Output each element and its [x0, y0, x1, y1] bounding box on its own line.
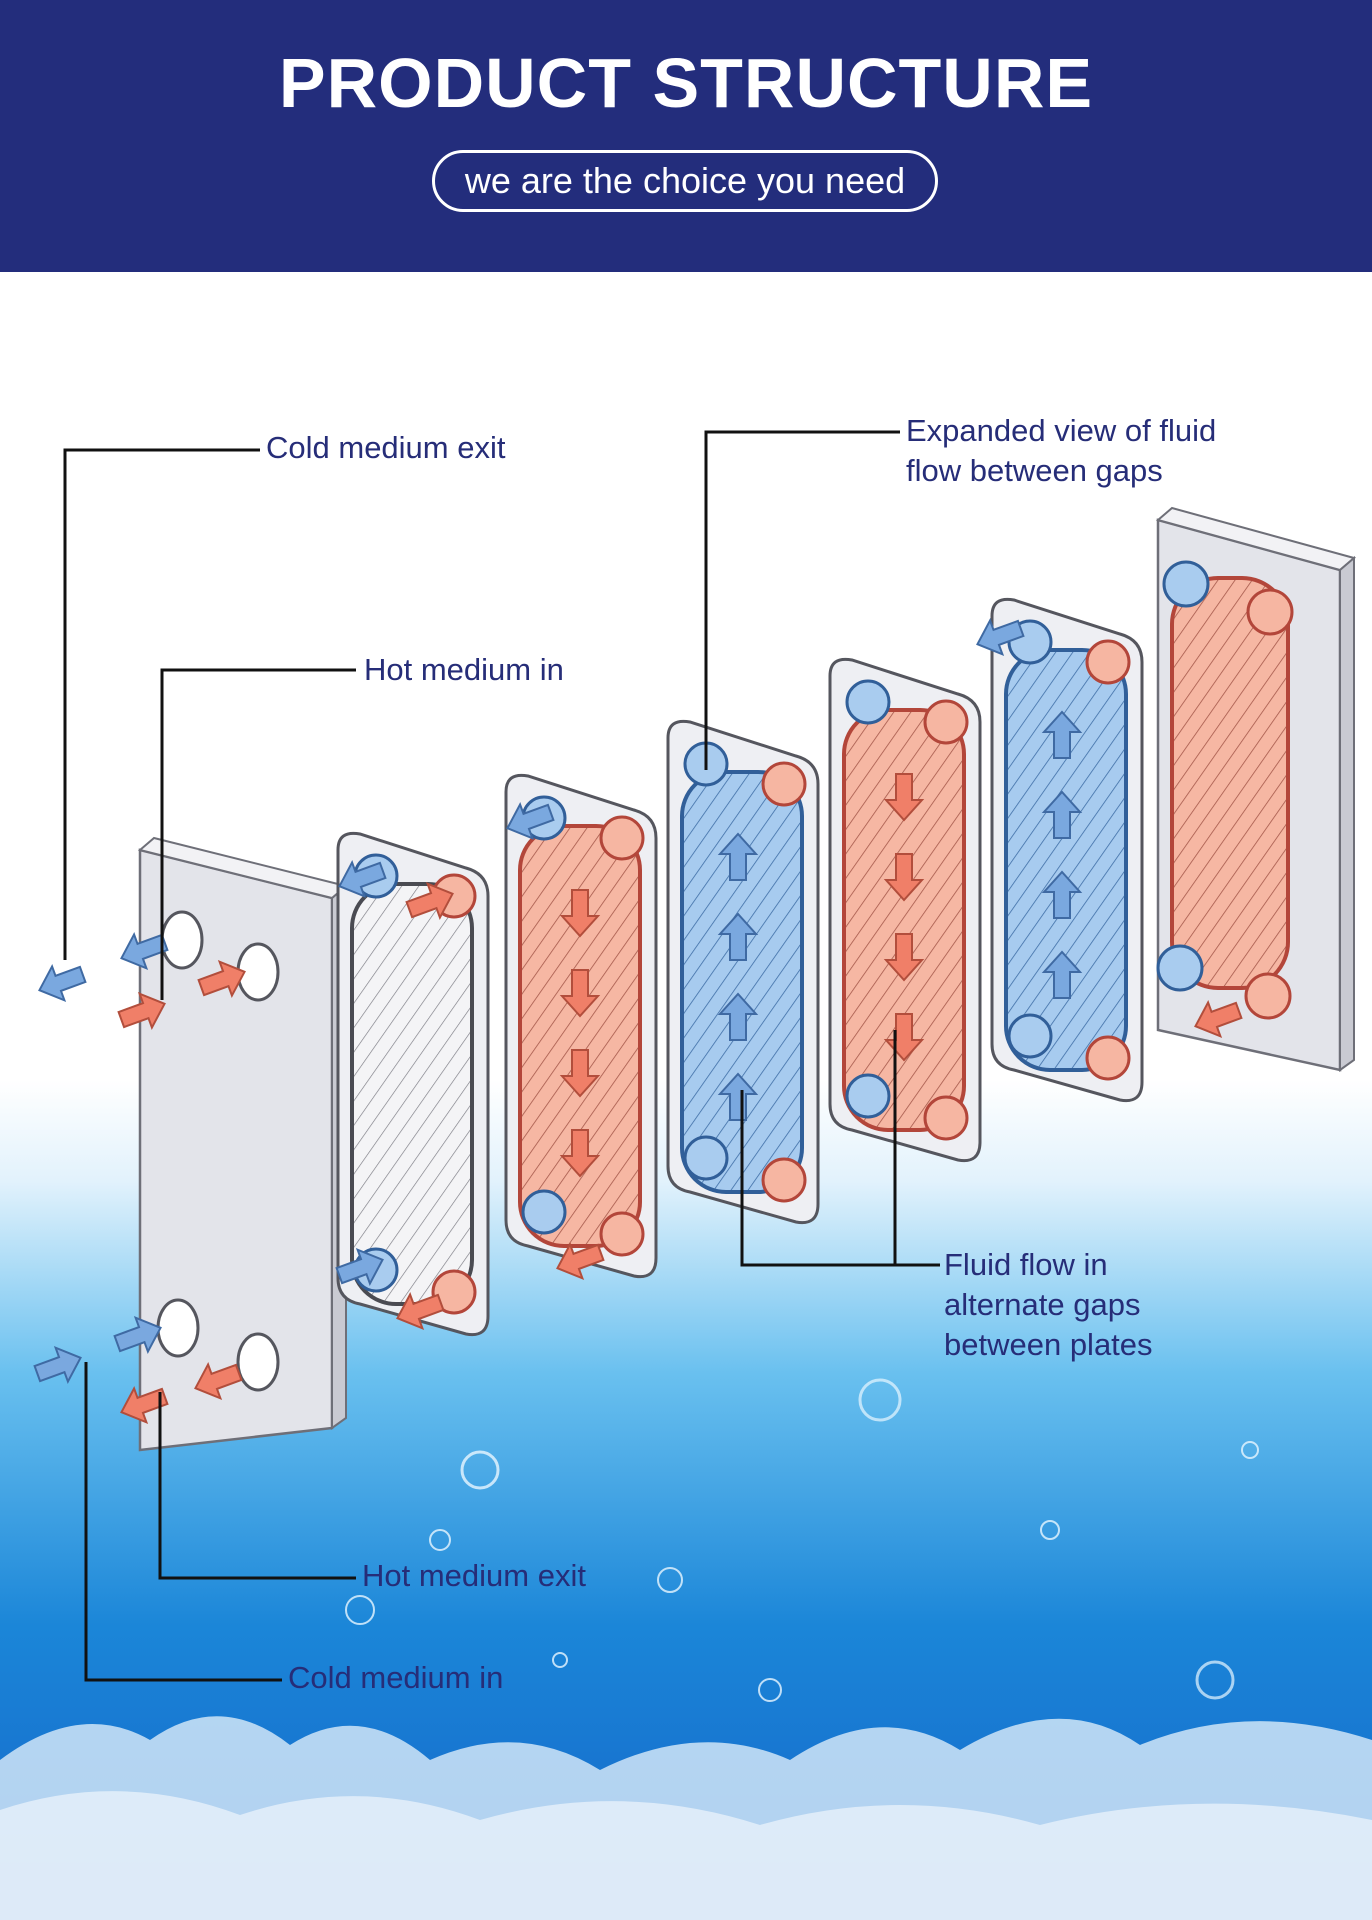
plate-4-hot-channel	[828, 657, 982, 1163]
port-hole	[160, 910, 204, 970]
port-hole	[236, 1332, 280, 1392]
label-hot-medium-exit: Hot medium exit	[362, 1558, 586, 1593]
leader-lines	[63, 430, 940, 1682]
label-cold-medium-in: Cold medium in	[288, 1660, 504, 1695]
port-hole	[156, 1298, 200, 1358]
tagline-badge: we are the choice you need	[432, 150, 938, 212]
leader-expanded-view	[704, 430, 900, 770]
cold-flow-arrow-icon	[32, 956, 90, 1009]
page-title: PRODUCT STRUCTURE	[278, 44, 1094, 122]
label-fluid-flow-line2: alternate gaps	[944, 1287, 1141, 1322]
leader-fluid-flow-branch	[742, 1030, 897, 1267]
label-fluid-flow-line1: Fluid flow in	[944, 1247, 1108, 1282]
leader-hot-medium-exit	[158, 1392, 356, 1580]
leader-cold-medium-in	[84, 1362, 282, 1682]
label-fluid-flow-line3: between plates	[944, 1327, 1153, 1362]
frame-plate	[137, 836, 349, 1452]
plate-3-cold-channel	[666, 719, 820, 1225]
leader-cold-medium-exit	[63, 448, 260, 960]
plate-2-hot-channel	[504, 773, 658, 1279]
water-splash-background	[0, 1080, 1372, 1920]
end-plate	[1155, 506, 1357, 1072]
label-expanded-view-line1: Expanded view of fluid	[906, 413, 1217, 448]
plate-1	[336, 831, 490, 1337]
leader-hot-medium-in	[160, 668, 356, 1000]
label-cold-medium-exit: Cold medium exit	[266, 430, 506, 465]
header-banner: PRODUCT STRUCTURE we are the choice you …	[0, 0, 1372, 272]
plate-5-cold-channel	[990, 597, 1144, 1103]
heat-exchanger-diagram	[0, 430, 1372, 1920]
label-hot-medium-in: Hot medium in	[364, 652, 564, 687]
label-expanded-view-line2: flow between gaps	[906, 453, 1163, 488]
